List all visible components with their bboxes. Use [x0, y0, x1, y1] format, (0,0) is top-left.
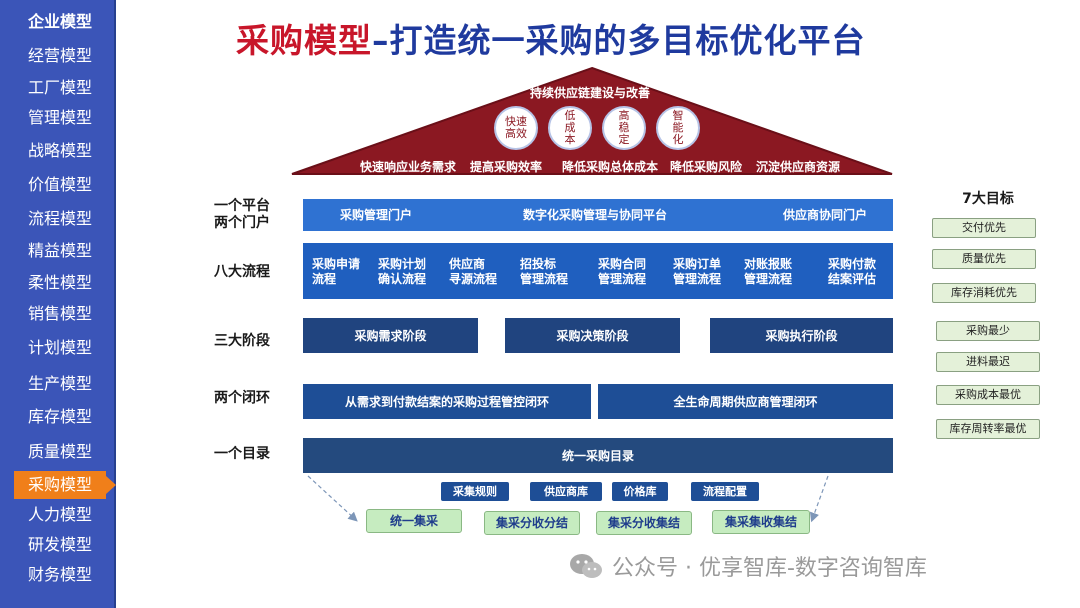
- goal-item: 库存消耗优先: [932, 283, 1036, 303]
- bottom-tag: 采集规则: [441, 482, 509, 501]
- goal-item: 采购最少: [936, 321, 1040, 341]
- roof-top-text: 持续供应链建设与改善: [530, 86, 651, 100]
- watermark: 公众号 · 优享智库-数字咨询智库: [568, 548, 1058, 584]
- row-label-stages: 三大阶段: [214, 333, 270, 349]
- roof-goal: 沉淀供应商资源: [756, 160, 841, 174]
- loop-box: 从需求到付款结案的采购过程管控闭环: [303, 384, 591, 419]
- process-item: 对账报账 管理流程: [744, 257, 793, 286]
- sidebar-item[interactable]: 计划模型: [27, 338, 92, 357]
- catalog-box: 统一采购目录: [303, 438, 893, 473]
- process-bar: [303, 243, 893, 299]
- goal-item: 库存周转率最优: [936, 419, 1040, 439]
- process-item: 供应商 寻源流程: [449, 257, 498, 286]
- stage-box: 采购需求阶段: [303, 318, 478, 353]
- sidebar-item-active[interactable]: 采购模型: [14, 471, 106, 499]
- sidebar-item[interactable]: 库存模型: [27, 407, 92, 426]
- row-label-processes: 八大流程: [214, 264, 270, 280]
- sidebar-item[interactable]: 经营模型: [27, 46, 92, 65]
- goal-item: 交付优先: [932, 218, 1036, 238]
- process-item: 采购付款 结案评估: [828, 257, 877, 286]
- bottom-tag: 流程配置: [691, 482, 759, 501]
- sidebar-item[interactable]: 精益模型: [27, 241, 92, 260]
- sidebar-item[interactable]: 生产模型: [27, 374, 92, 393]
- title-part-1: 采购模型: [236, 21, 372, 60]
- platform-item: 数字化采购管理与协同平台: [523, 208, 668, 222]
- sidebar: 企业模型 经营模型 工厂模型 管理模型 战略模型 价值模型 流程模型 精益模型 …: [0, 0, 116, 608]
- sidebar-item[interactable]: 工厂模型: [27, 78, 92, 97]
- roof-goal: 降低采购风险: [670, 160, 743, 174]
- goal-item: 质量优先: [932, 249, 1036, 269]
- roof-goal: 提高采购效率: [470, 160, 543, 174]
- process-item: 招投标 管理流程: [520, 257, 569, 286]
- sidebar-item[interactable]: 流程模型: [27, 209, 92, 228]
- mode-box: 集采分收分结: [484, 511, 580, 535]
- page-title: 采购模型–打造统一采购的多目标优化平台: [236, 14, 936, 60]
- active-arrow-icon: [106, 476, 116, 494]
- mode-box: 统一集采: [366, 509, 462, 533]
- sidebar-item[interactable]: 价值模型: [27, 175, 92, 194]
- row-label-loops: 两个闭环: [214, 390, 270, 406]
- roof-goal: 快速响应业务需求: [360, 160, 457, 174]
- mode-box: 集采集收集结: [712, 510, 810, 534]
- process-item: 采购订单 管理流程: [673, 257, 722, 286]
- process-item: 采购合同 管理流程: [598, 257, 647, 286]
- sidebar-item[interactable]: 人力模型: [27, 505, 92, 524]
- row-label-platform: 一个平台 两个门户: [214, 198, 270, 231]
- roof: [290, 66, 894, 176]
- sidebar-item[interactable]: 财务模型: [27, 565, 92, 584]
- bottom-tag: 价格库: [612, 482, 668, 501]
- stage-box: 采购决策阶段: [505, 318, 680, 353]
- platform-bar: [303, 199, 893, 231]
- goal-item: 进料最迟: [936, 352, 1040, 372]
- sidebar-item[interactable]: 柔性模型: [27, 273, 92, 292]
- roof-circle: 低 成 本: [548, 106, 592, 150]
- mode-box: 集采分收集结: [596, 511, 692, 535]
- sidebar-header: 企业模型: [27, 12, 92, 31]
- dashed-arrows: [307, 475, 829, 523]
- sidebar-item[interactable]: 研发模型: [27, 535, 92, 554]
- roof-shape: [291, 66, 893, 175]
- platform-item: 供应商协同门户: [783, 208, 868, 222]
- roof-circle: 高 稳 定: [602, 106, 646, 150]
- wechat-icon: [570, 554, 602, 578]
- roof-goal: 降低采购总体成本: [562, 160, 659, 174]
- process-item: 采购申请 流程: [312, 257, 361, 286]
- loop-box: 全生命周期供应商管理闭环: [598, 384, 893, 419]
- bottom-tag: 供应商库: [530, 482, 602, 501]
- roof-circle: 快速 高效: [494, 106, 538, 150]
- process-item: 采购计划 确认流程: [378, 257, 427, 286]
- platform-item: 采购管理门户: [340, 208, 413, 222]
- watermark-text: 公众号 · 优享智库-数字咨询智库: [612, 556, 927, 581]
- roof-circle: 智 能 化: [656, 106, 700, 150]
- stage-box: 采购执行阶段: [710, 318, 893, 353]
- sidebar-item[interactable]: 管理模型: [27, 108, 92, 127]
- goals-title: 7大目标: [962, 191, 1014, 207]
- row-label-catalog: 一个目录: [214, 446, 270, 462]
- sidebar-item[interactable]: 销售模型: [27, 304, 92, 323]
- sidebar-item[interactable]: 战略模型: [27, 141, 92, 160]
- sidebar-item[interactable]: 质量模型: [27, 442, 92, 461]
- goal-item: 采购成本最优: [936, 385, 1040, 405]
- title-part-2: –打造统一采购的多目标优化平台: [372, 21, 866, 60]
